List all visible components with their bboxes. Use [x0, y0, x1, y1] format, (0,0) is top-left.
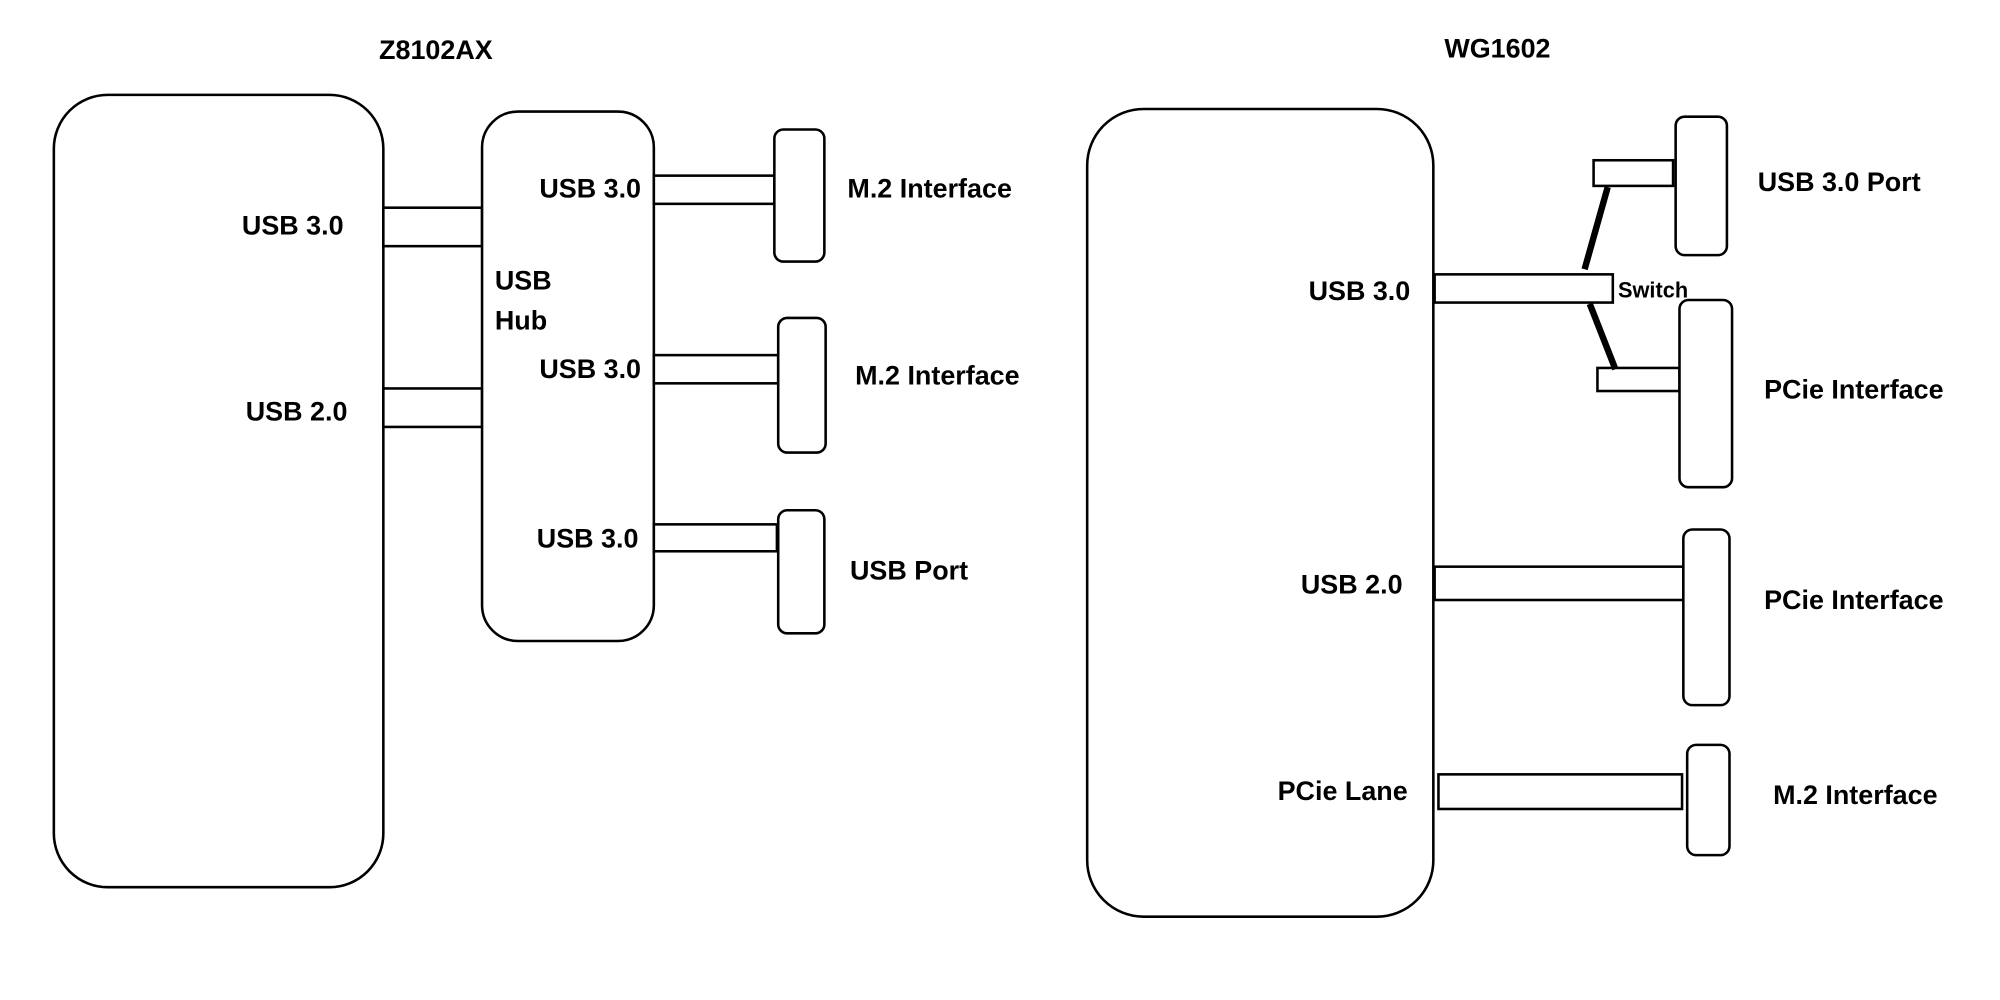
pcie-connector-1 [1678, 298, 1734, 489]
switch-label: Switch [1618, 277, 1688, 302]
device-label-m2-1: M.2 Interface [847, 173, 1012, 203]
usb-hub-label-line1: USB [495, 266, 552, 296]
wg1602-usb3-link [1433, 273, 1615, 304]
hub-link-3 [652, 523, 779, 553]
hub-link-2 [652, 353, 780, 385]
hub-port-3-label: USB 3.0 [537, 523, 639, 553]
usb-port-connector [776, 508, 826, 635]
hub-link-1 [652, 174, 776, 206]
wg1602-title: WG1602 [1444, 34, 1550, 64]
device-label-pcie-1: PCie Interface [1764, 375, 1943, 405]
switch-line-lower [1586, 302, 1619, 371]
switch-line-upper [1581, 186, 1611, 271]
usb3-port-connector [1674, 115, 1729, 257]
usb-hub-label-line2: Hub [495, 305, 547, 335]
device-label-usb3-port: USB 3.0 Port [1758, 167, 1921, 197]
device-label-m2-2: M.2 Interface [855, 361, 1020, 391]
wg1602-soc-block [1085, 107, 1435, 918]
z8102ax-usb3-label: USB 3.0 [242, 211, 344, 241]
pcie-connector-2 [1682, 528, 1731, 707]
wg1602-pcie-link [1437, 773, 1684, 811]
wg1602-diagram: WG1602 USB 3.0 USB 2.0 PCie Lane Switch … [1085, 34, 1944, 918]
z8102ax-usb3-link [382, 206, 484, 248]
device-label-usb-port: USB Port [850, 555, 968, 585]
wg1602-usb2-link [1433, 565, 1685, 602]
hub-port-1-label: USB 3.0 [539, 173, 641, 203]
m2-connector-2 [776, 316, 827, 454]
z8102ax-usb2-label: USB 2.0 [246, 397, 348, 427]
z8102ax-soc-block [52, 93, 385, 889]
wg1602-usb3-label: USB 3.0 [1309, 276, 1411, 306]
z8102ax-usb2-link [382, 387, 484, 429]
wg1602-usb2-label: USB 2.0 [1301, 570, 1403, 600]
m2-connector-1 [773, 128, 826, 263]
switch-stub-pcie [1596, 366, 1681, 393]
m2-connector-3 [1685, 743, 1731, 857]
wg1602-pcie-label: PCie Lane [1278, 776, 1408, 806]
z8102ax-title: Z8102AX [379, 35, 493, 65]
device-label-pcie-2: PCie Interface [1764, 585, 1943, 615]
switch-stub-usb [1592, 158, 1675, 188]
hub-port-2-label: USB 3.0 [539, 354, 641, 384]
device-label-m2-3: M.2 Interface [1773, 780, 1938, 810]
z8102ax-diagram: Z8102AX USB 3.0 USB 2.0 USB Hub USB 3.0 … [52, 35, 1020, 889]
